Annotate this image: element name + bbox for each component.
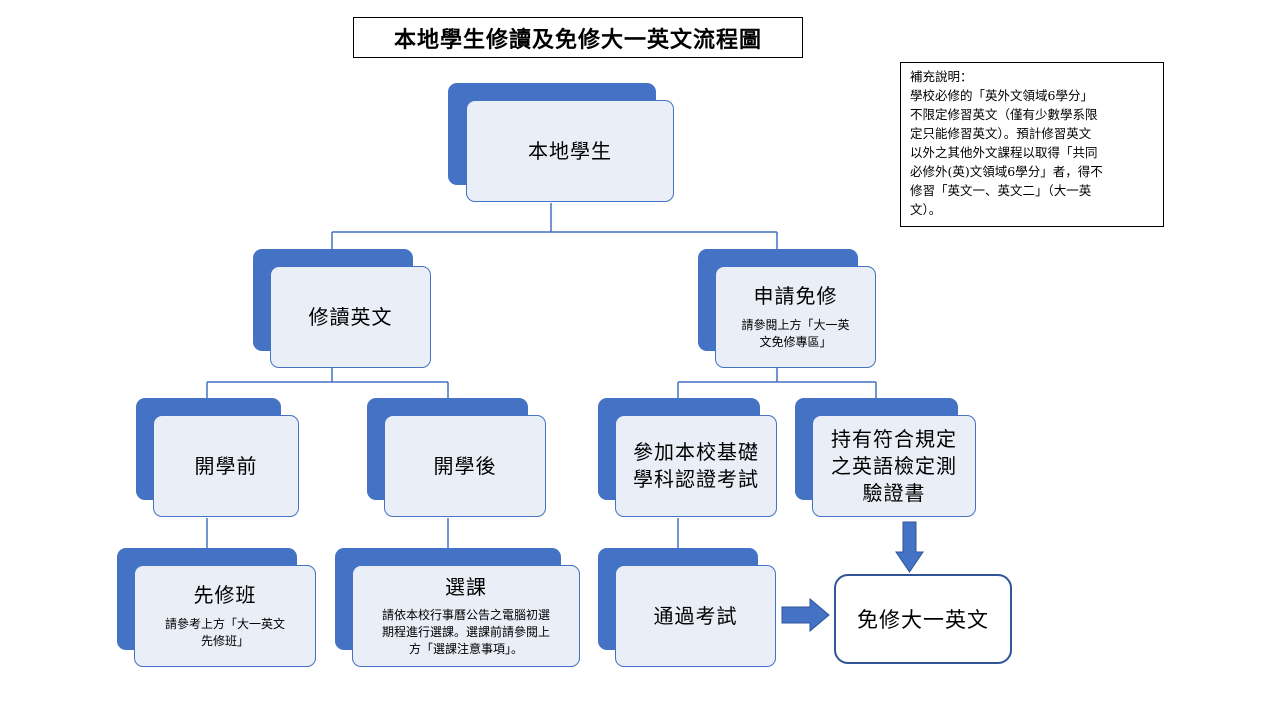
note-line: 學校必修的「英外文領域6學分」 xyxy=(910,88,1093,103)
connector-take xyxy=(206,368,449,400)
note-line: 補充說明： xyxy=(910,69,973,84)
node-label: 先修班 xyxy=(193,583,257,607)
arrow-right-icon xyxy=(781,597,830,633)
page-title: 本地學生修讀及免修大一英文流程圖 xyxy=(353,17,803,58)
node-label: 修讀英文 xyxy=(308,304,393,329)
node-label: 申請免修 xyxy=(753,284,838,308)
note-line: 文）。 xyxy=(910,202,942,217)
node-label: 本地學生 xyxy=(528,138,612,163)
node-label: 參加本校基礎 學科認證考試 xyxy=(633,440,759,491)
note-line: 以外之其他外文課程以取得「共同 xyxy=(910,145,1098,160)
node-label: 開學前 xyxy=(194,453,258,478)
supplementary-note: 補充說明： 學校必修的「英外文領域6學分」 不限定修習英文（僅有少數學系限 定只… xyxy=(900,62,1164,227)
note-line: 定只能修習英文）。預計修習英文 xyxy=(910,126,1092,141)
node-label: 持有符合規定 之英語檢定測 驗證書 xyxy=(831,426,957,505)
node-label: 通過考試 xyxy=(653,603,738,628)
node-sublabel: 請參考上方「大一英文 先修班」 xyxy=(164,617,285,648)
node-label: 選課 xyxy=(445,575,487,599)
connector-root xyxy=(331,203,778,250)
node-exempt-freshman-english: 免修大一英文 xyxy=(834,574,1012,664)
note-line: 必修外(英)文領域6學分」者，得不 xyxy=(910,164,1103,179)
note-line: 修習「英文一、英文二」（大一英 xyxy=(910,183,1092,198)
node-sublabel: 請參閱上方「大一英 文免修專區」 xyxy=(741,318,850,349)
connector-exempt xyxy=(677,368,877,400)
note-line: 不限定修習英文（僅有少數學系限 xyxy=(910,107,1098,122)
node-label: 開學後 xyxy=(433,453,497,478)
arrow-down-icon xyxy=(895,521,924,573)
node-sublabel: 請依本校行事曆公告之電腦初選 期程進行選課。選課前請參閱上 方「選課注意事項」。 xyxy=(381,608,550,656)
